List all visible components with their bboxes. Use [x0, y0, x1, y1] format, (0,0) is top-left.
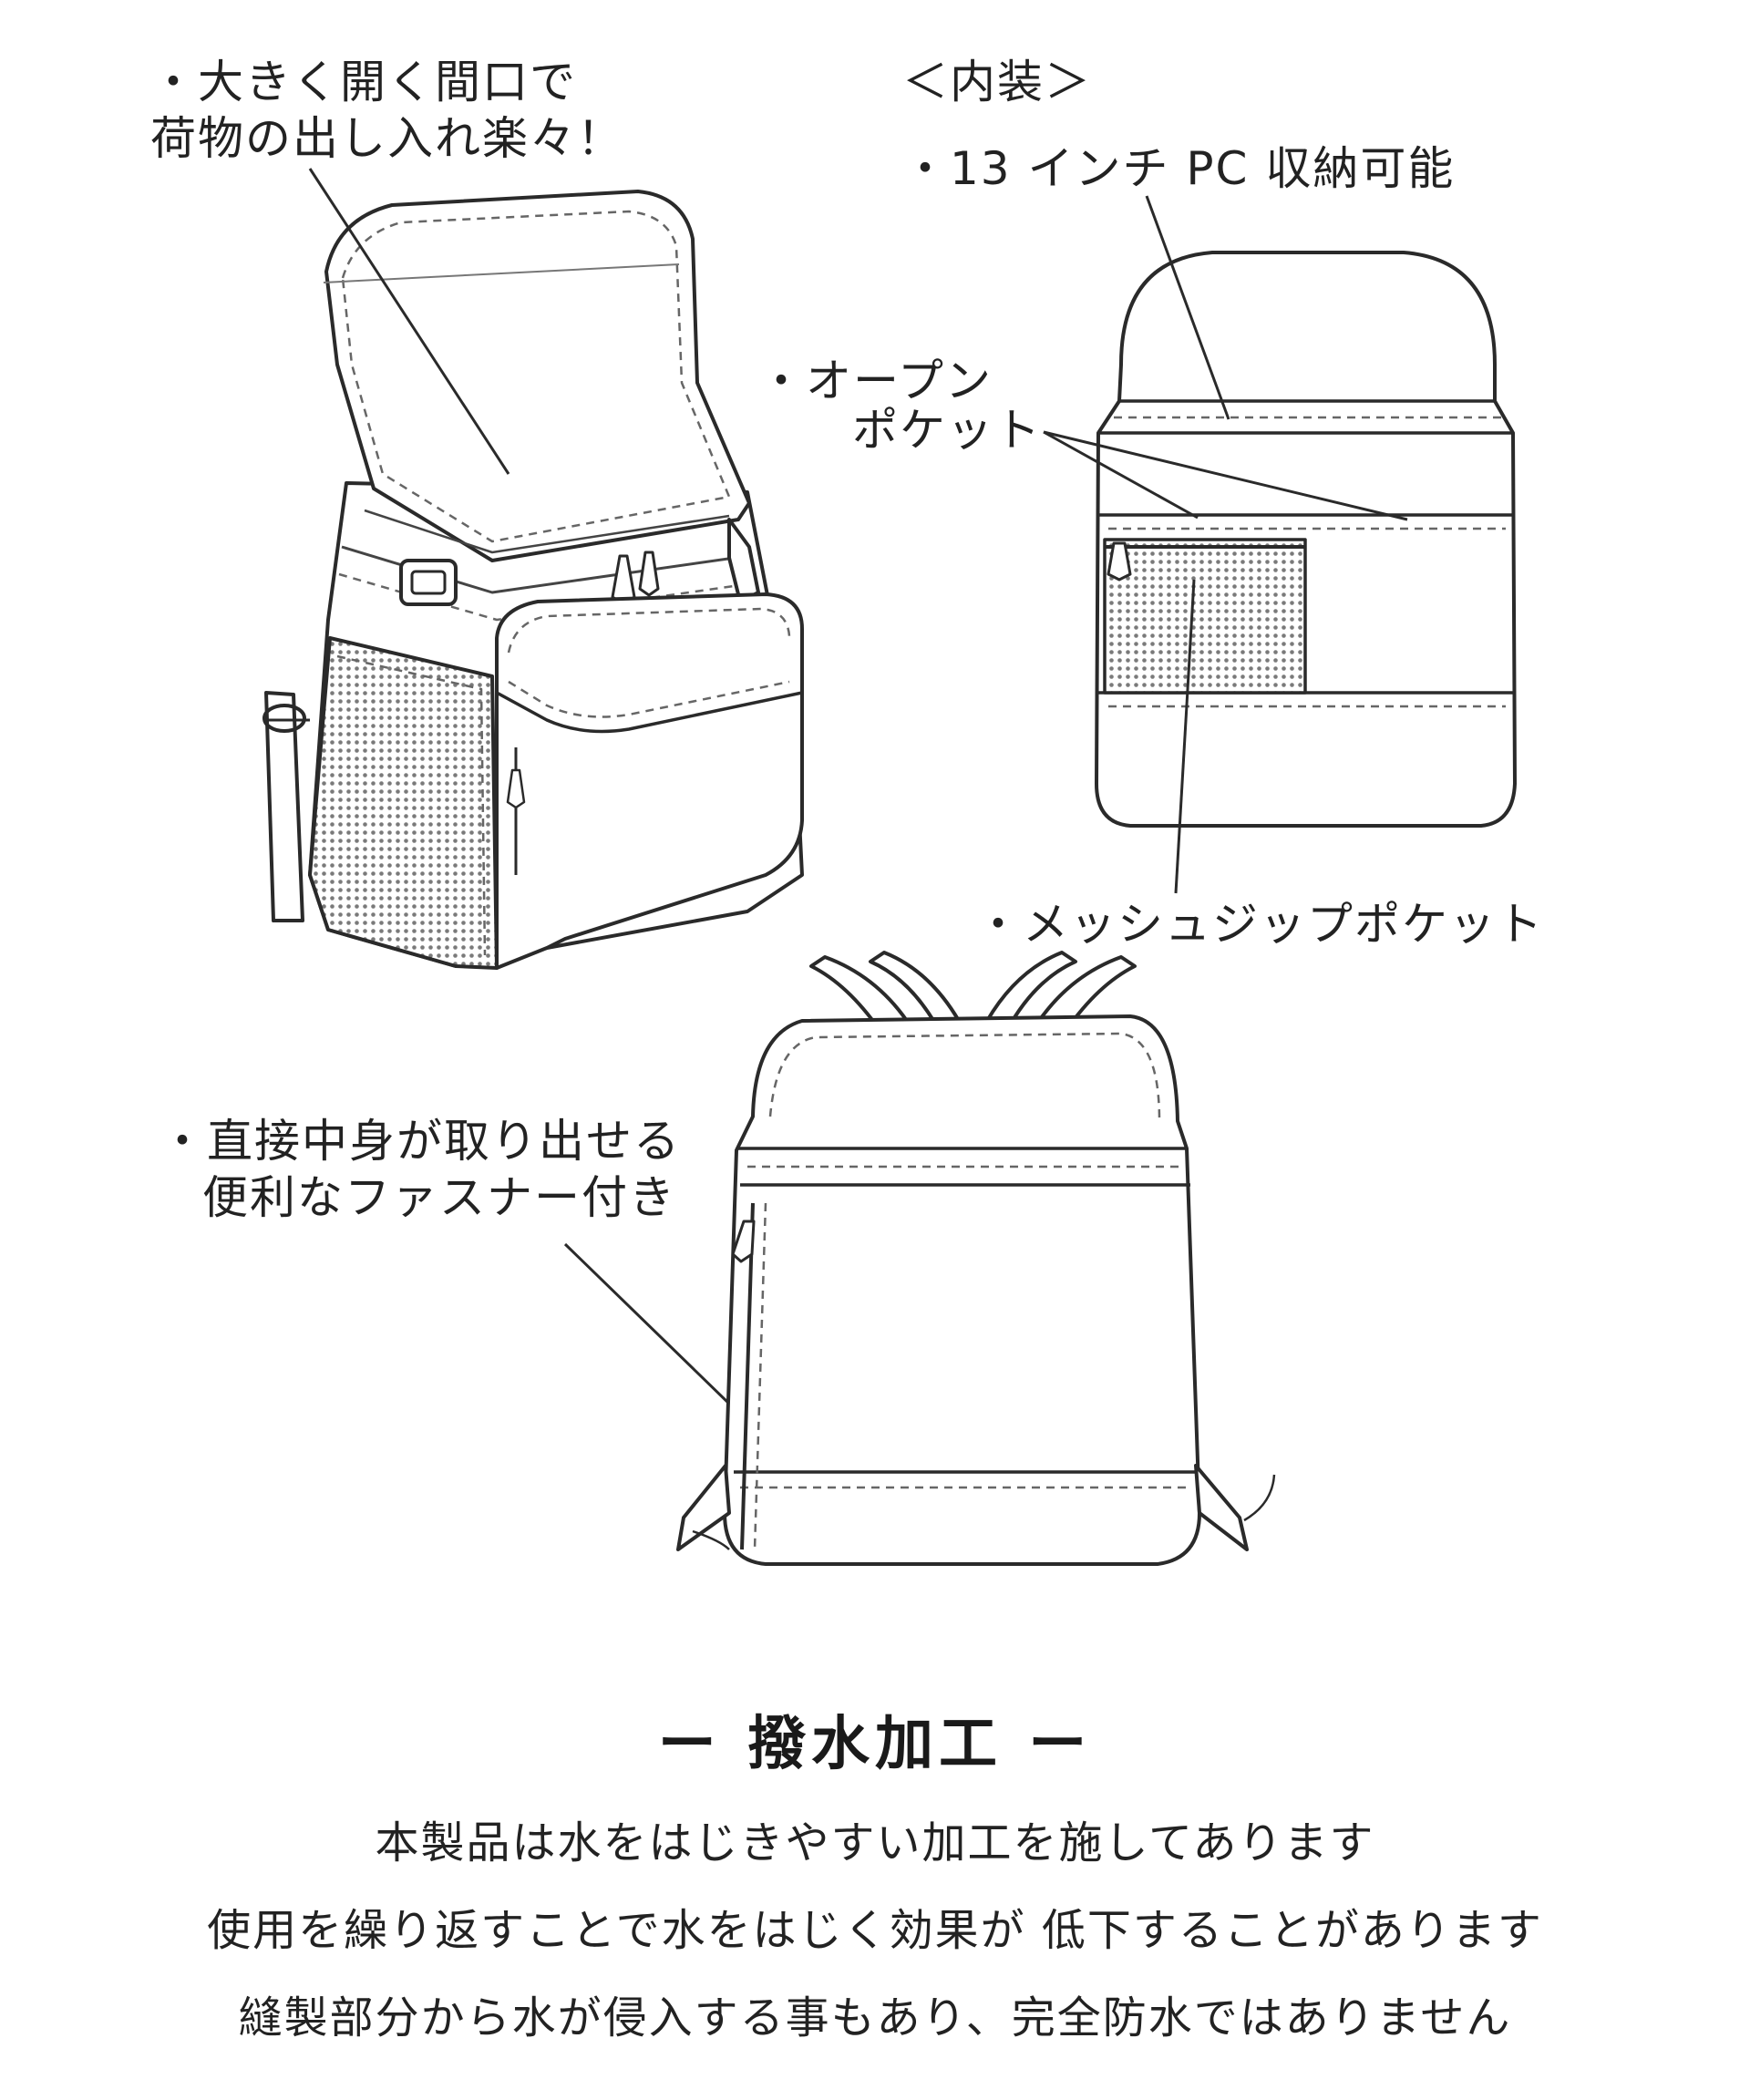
label-wide-opening-line1: ・大きく開く間口で: [150, 56, 577, 108]
water-repellent-note-2: 使用を繰り返すことで水をはじく効果が 低下することがあります: [207, 1905, 1543, 1956]
front-pocket: [495, 592, 804, 970]
front-view-backpack: [262, 190, 804, 970]
back-view-backpack: [676, 951, 1276, 1566]
interior-view-backpack: [1095, 251, 1517, 828]
water-repellent-note-1: 本製品は水をはじきやすい加工を施してあります: [375, 1817, 1375, 1868]
side-zipper: [740, 1202, 755, 1550]
pointer-lines: [308, 168, 1408, 1405]
mesh-zip-pocket: [1103, 538, 1307, 695]
side-mesh-panel: [308, 636, 499, 970]
label-wide-opening-line2: 荷物の出し入れ楽々！: [150, 112, 624, 165]
label-pc-compartment: ・13 インチ PC 収納可能: [902, 142, 1456, 195]
label-mesh-zip-pocket: ・メッシュジップポケット: [975, 898, 1544, 951]
water-repellent-note-3: 縫製部分から水が侵入する事もあり、完全防水ではありません: [238, 1992, 1512, 2043]
label-direct-access-line1: ・直接中身が取り出せる: [160, 1115, 681, 1168]
label-open-pocket-line1: ・オープン: [758, 355, 993, 407]
open-lid: [324, 190, 751, 562]
label-interior: ＜内装＞: [902, 56, 1092, 108]
left-bottom-tab: [676, 1464, 731, 1551]
back-panel: [723, 1014, 1201, 1566]
label-open-pocket-line2: ポケット: [852, 404, 1042, 457]
side-strap: [264, 691, 304, 922]
water-repellent-heading: ー 撥水加工 ー: [657, 1711, 1093, 1778]
label-direct-access-line2: 便利なファスナー付き: [202, 1171, 676, 1224]
right-bottom-tab: [1194, 1464, 1249, 1551]
